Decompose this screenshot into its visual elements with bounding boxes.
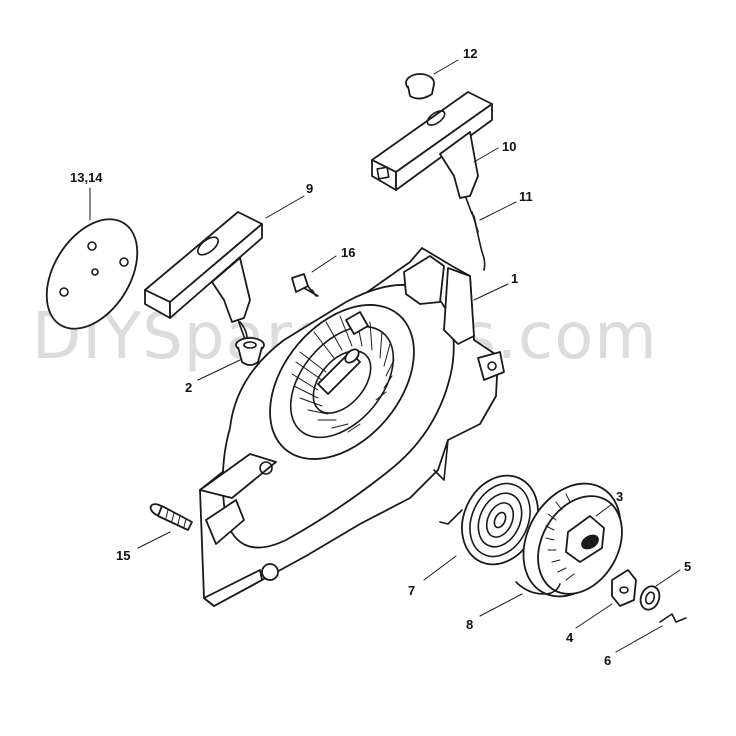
- small-screw-part: [291, 273, 319, 297]
- callout-1: 1: [511, 271, 518, 286]
- long-screw-part: [149, 503, 193, 531]
- washer-part: [639, 585, 661, 611]
- callout-4: 4: [566, 630, 574, 645]
- callout-13-14: 13,14: [70, 170, 103, 185]
- callout-15: 15: [116, 548, 130, 563]
- rotor-rope-part: [515, 581, 561, 595]
- grip-cap-part: [405, 73, 435, 100]
- callout-16: 16: [341, 245, 355, 260]
- leader-lines: [89, 59, 681, 653]
- callout-6: 6: [604, 653, 611, 668]
- callout-12: 12: [463, 46, 477, 61]
- callout-8: 8: [466, 617, 473, 632]
- callout-5: 5: [684, 559, 691, 574]
- fan-housing-part: [199, 247, 505, 607]
- callout-10: 10: [502, 139, 516, 154]
- callout-2: 2: [185, 380, 192, 395]
- callout-9: 9: [306, 181, 313, 196]
- rewind-spring-part: [439, 474, 539, 566]
- spring-clip-part: [659, 613, 687, 623]
- callout-11: 11: [519, 189, 533, 204]
- starter-grip-right-part: [371, 91, 493, 233]
- callout-7: 7: [408, 583, 415, 598]
- guide-bush-part: [235, 337, 265, 366]
- callout-3: 3: [616, 489, 623, 504]
- pawl-part: [611, 569, 637, 607]
- starter-rope-part: [473, 215, 486, 271]
- cover-plate-part: [45, 218, 139, 330]
- rope-rotor-part: [522, 482, 623, 598]
